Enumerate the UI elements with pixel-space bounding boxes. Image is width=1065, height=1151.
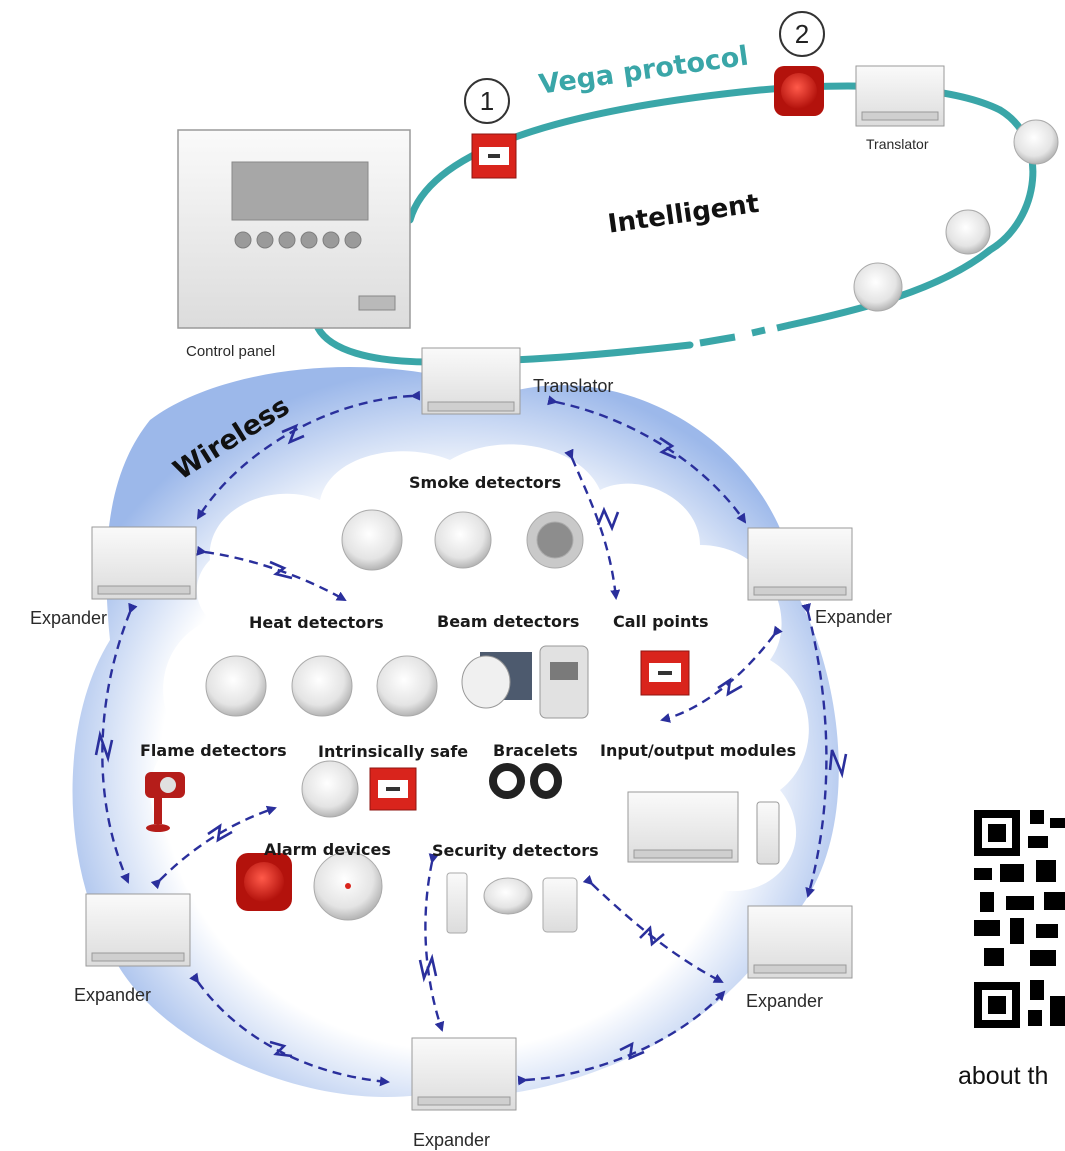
beam-detector-icons: [461, 645, 589, 719]
expander-bottom-label: Expander: [413, 1130, 491, 1150]
control-panel-label: Control panel: [186, 343, 276, 360]
translator-top-device: [855, 65, 945, 127]
translator-top-label: Translator: [866, 136, 929, 152]
marker-1: 1: [464, 78, 510, 124]
beam-detectors-label: Beam detectors: [437, 612, 580, 631]
call-point-loop: [471, 133, 517, 179]
io-module-icons: [627, 791, 780, 865]
expander-top-left-label: Expander: [30, 608, 108, 628]
loop-detectors: [853, 119, 1059, 312]
call-point-icon: [640, 650, 690, 696]
call-points-label: Call points: [613, 612, 709, 631]
intrinsically-safe-label: Intrinsically safe: [318, 742, 469, 761]
translator-main-label: Translator: [533, 376, 614, 396]
expander-top-right-label: Expander: [815, 607, 893, 627]
smoke-detectors-label: Smoke detectors: [409, 473, 562, 492]
io-modules-label: Input/output modules: [600, 741, 797, 760]
flame-detectors-label: Flame detectors: [140, 741, 287, 760]
wireless-symbols: [94, 423, 848, 1061]
smoke-detector-icons: [341, 509, 584, 571]
control-panel-device: [177, 129, 411, 329]
heat-detectors-label: Heat detectors: [249, 613, 384, 632]
expander-bottom-left-label: Expander: [74, 985, 152, 1005]
qr-caption: about th: [958, 1062, 1049, 1090]
security-detectors-label: Security detectors: [432, 841, 599, 860]
alarm-devices-label: Alarm devices: [264, 840, 391, 859]
qr-code-icon: [970, 806, 1065, 1032]
bracelet-icons: [489, 763, 562, 799]
sounder-loop: [774, 66, 824, 116]
security-detector-icons: [446, 872, 578, 934]
intrinsic-safe-icons: [301, 760, 417, 818]
bracelets-label: Bracelets: [493, 741, 578, 760]
marker-2: 2: [779, 11, 825, 57]
expander-bottom-right-label: Expander: [746, 991, 824, 1011]
heat-detector-icons: [205, 655, 438, 717]
expander-devices: [85, 526, 853, 1111]
translator-main-device: [421, 347, 521, 415]
